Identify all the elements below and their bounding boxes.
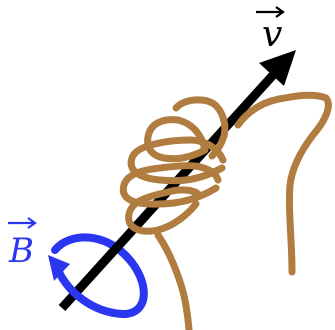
velocity-label: v — [262, 17, 282, 53]
magnetic-field-label: B — [9, 234, 34, 268]
hand-thumb-outline — [238, 95, 328, 272]
magnetic-field-label-arrow-icon — [7, 217, 37, 229]
hand-palm-outline — [158, 235, 189, 330]
